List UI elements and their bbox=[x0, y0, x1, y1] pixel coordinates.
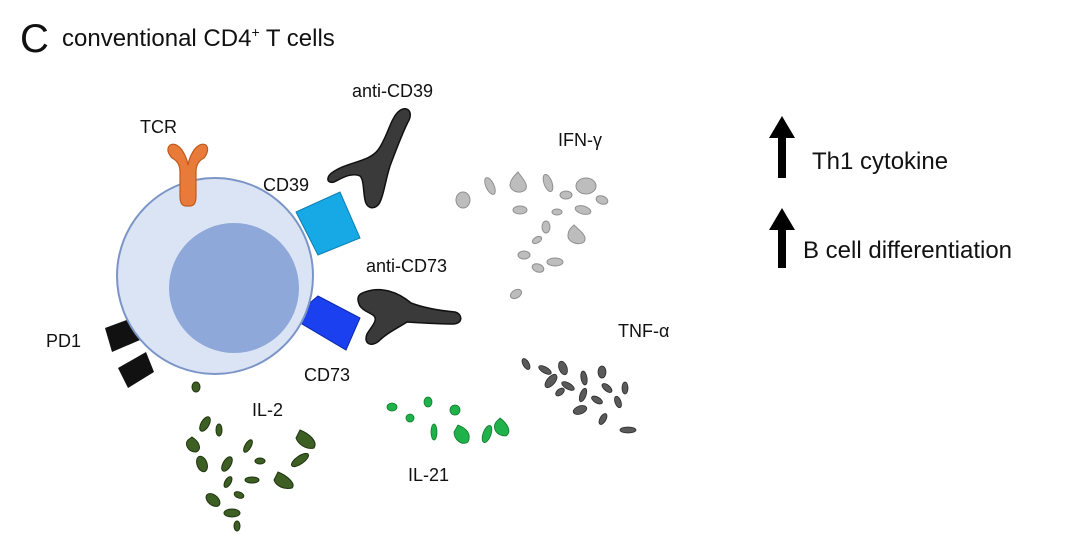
anti-cd73-label: anti-CD73 bbox=[366, 256, 447, 276]
tcr-label: TCR bbox=[140, 117, 177, 137]
cell-nucleus bbox=[169, 223, 299, 353]
panel-title: conventional CD4+ T cells bbox=[62, 24, 335, 52]
ifn-gamma-particles bbox=[455, 171, 609, 300]
il-21-particles bbox=[386, 396, 510, 444]
pd1-label: PD1 bbox=[46, 331, 81, 351]
up-arrow-icon bbox=[769, 208, 795, 268]
up-arrow-icon bbox=[769, 116, 795, 178]
cd39-receptor bbox=[295, 191, 361, 256]
t-cell bbox=[116, 177, 314, 375]
outcome-label: Th1 cytokine bbox=[812, 148, 948, 175]
panel-letter: C bbox=[20, 17, 49, 61]
outcome-label: B cell differentiation bbox=[803, 237, 1012, 264]
tnf-alpha-particles bbox=[521, 358, 637, 434]
tnf-alpha-label: TNF-α bbox=[618, 321, 669, 341]
il-21-label: IL-21 bbox=[408, 465, 449, 485]
il-2-particles bbox=[185, 381, 316, 532]
anti-cd39-antibody bbox=[327, 108, 411, 209]
outcome-th1-cytokine: Th1 cytokine bbox=[769, 116, 948, 178]
il-2-label: IL-2 bbox=[252, 400, 283, 420]
outcome-b-cell-differentiation: B cell differentiation bbox=[769, 208, 1012, 268]
tcr-receptor bbox=[167, 143, 209, 207]
ifn-gamma-label: IFN-γ bbox=[558, 130, 602, 150]
cd39-label: CD39 bbox=[263, 175, 309, 195]
anti-cd39-label: anti-CD39 bbox=[352, 81, 433, 101]
anti-cd73-antibody bbox=[357, 288, 462, 345]
cd73-label: CD73 bbox=[304, 365, 350, 385]
